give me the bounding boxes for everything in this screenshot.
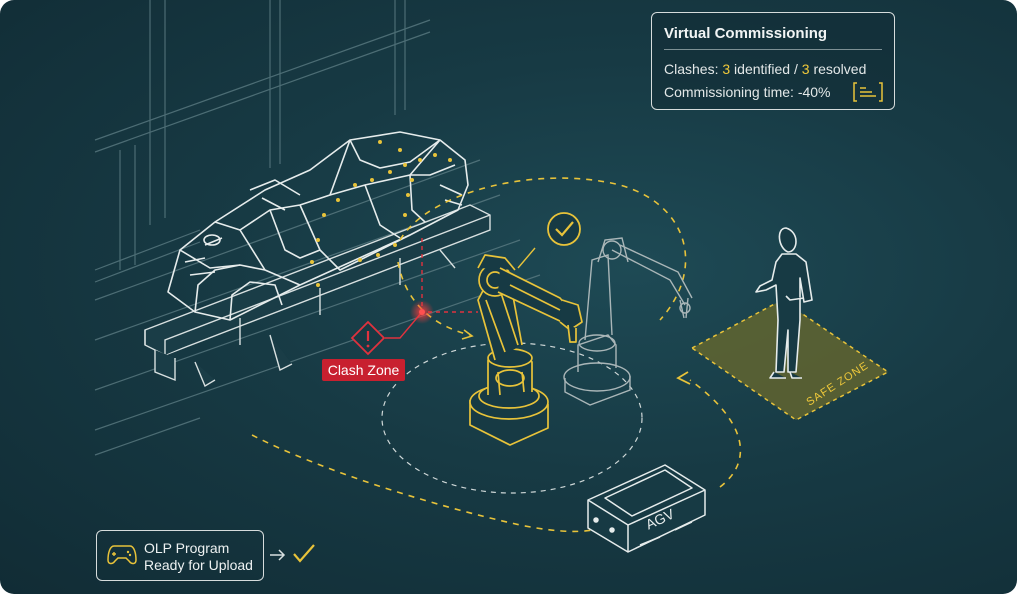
commissioning-time: Commissioning time: -40%: [664, 84, 831, 100]
olp-text: OLP Program Ready for Upload: [144, 540, 253, 574]
clashes-identified-count: 3: [722, 61, 731, 77]
panel-divider: [664, 49, 882, 50]
clash-zone-badge: Clash Zone: [322, 359, 405, 381]
robot-secondary: [563, 237, 693, 406]
olp-line2: Ready for Upload: [144, 557, 253, 573]
identified-text: identified /: [730, 61, 802, 77]
resolved-text: resolved: [809, 61, 867, 77]
weld-points: [310, 140, 452, 287]
operator-person: [755, 227, 813, 379]
olp-line1: OLP Program: [144, 540, 230, 556]
clash-point: [419, 309, 425, 315]
car-body-wireframe: [167, 131, 469, 321]
list-icon: [853, 82, 883, 102]
warning-icon: [350, 320, 386, 356]
virtual-commissioning-panel: Virtual Commissioning Clashes: 3 identif…: [651, 12, 895, 110]
conveyor-platform: [144, 204, 491, 388]
agv-track-dashed: [251, 434, 601, 533]
agv-track-arrow: [676, 371, 691, 385]
robot-path-dashed-left: [397, 261, 471, 336]
panel-title: Virtual Commissioning: [664, 25, 828, 42]
clashes-label: Clashes:: [664, 61, 723, 77]
olp-program-box: OLP Program Ready for Upload: [96, 530, 264, 581]
arrow-right-icon: [270, 544, 315, 563]
path-arrow-head: [461, 329, 474, 340]
robot-primary: [469, 254, 583, 446]
agv-vehicle: [587, 464, 706, 553]
clashes-resolved-count: 3: [801, 61, 810, 77]
gamepad-icon: [107, 545, 137, 565]
agv-track-return: [689, 379, 742, 488]
clashes-line: Clashes: 3 identified / 3 resolved: [664, 61, 866, 77]
check-icon: [517, 212, 581, 269]
robot-path-dashed: [399, 177, 687, 321]
